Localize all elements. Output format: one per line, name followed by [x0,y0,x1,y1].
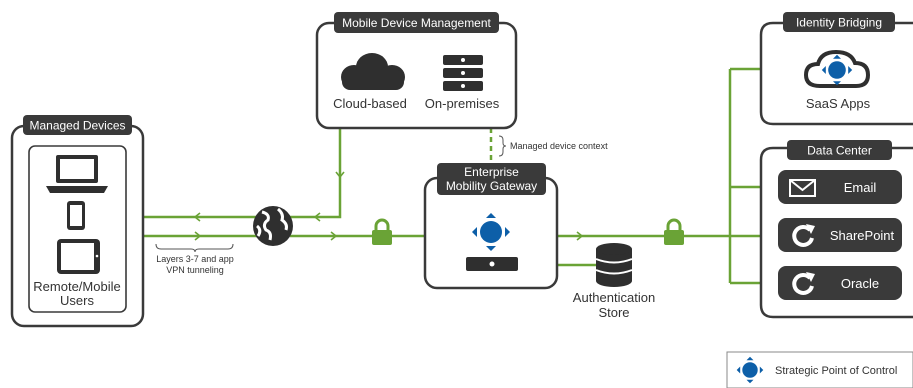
oracle-label: Oracle [841,276,879,291]
envelope-icon [789,179,816,197]
managed-devices-box: Managed Devices Remote/Mobile Users [10,115,145,328]
gateway-title-line1: Enterprise [464,165,519,179]
sharepoint-button[interactable]: SharePoint [778,218,902,252]
server-icon [443,55,483,91]
sharepoint-label: SharePoint [830,228,895,243]
vpn-annotation: Layers 3-7 and app VPN tunneling [155,243,234,275]
data-center-title: Data Center [807,144,872,158]
gateway-box: Enterprise Mobility Gateway [423,163,559,290]
data-center-box: Data Center Email SharePoint Oracle [759,140,913,319]
laptop-icon [46,155,108,193]
auth-store-line2: Store [598,305,629,320]
auth-store-line1: Authentication [573,290,655,305]
direction-arrows [193,171,584,241]
email-label: Email [844,180,877,195]
saas-cloud-icon [803,49,871,88]
legend: Strategic Point of Control [726,351,913,388]
identity-bridging-box: Identity Bridging SaaS Apps [759,12,913,126]
lock-icon [662,218,686,247]
smartphone-icon [67,201,85,230]
email-button[interactable]: Email [778,170,902,204]
cloud-icon [341,53,405,90]
lock-icon [370,218,394,247]
mdm-box: Mobile Device Management Cloud-based On-… [315,12,518,130]
database-icon [595,243,633,287]
users-label-line2: Users [60,293,94,308]
identity-bridging-title: Identity Bridging [796,16,882,30]
managed-context-label: Managed device context [510,141,608,151]
tablet-icon [57,239,100,274]
users-label-line1: Remote/Mobile [33,279,120,294]
managed-context-annotation: Managed device context [498,135,608,157]
legend-label: Strategic Point of Control [775,365,897,377]
oracle-button[interactable]: Oracle [778,266,902,300]
cloud-based-label: Cloud-based [333,96,407,111]
vpn-label-line1: Layers 3-7 and app [156,254,234,264]
on-premises-label: On-premises [425,96,500,111]
saas-apps-label: SaaS Apps [806,96,871,111]
gateway-title-line2: Mobility Gateway [446,179,537,193]
managed-devices-title: Managed Devices [29,119,125,133]
mdm-title: Mobile Device Management [342,16,491,30]
internet-globe-icon [253,206,293,246]
vpn-label-line2: VPN tunneling [166,265,224,275]
globe-to-mdm-link [288,128,342,219]
appliance-icon [466,257,518,271]
